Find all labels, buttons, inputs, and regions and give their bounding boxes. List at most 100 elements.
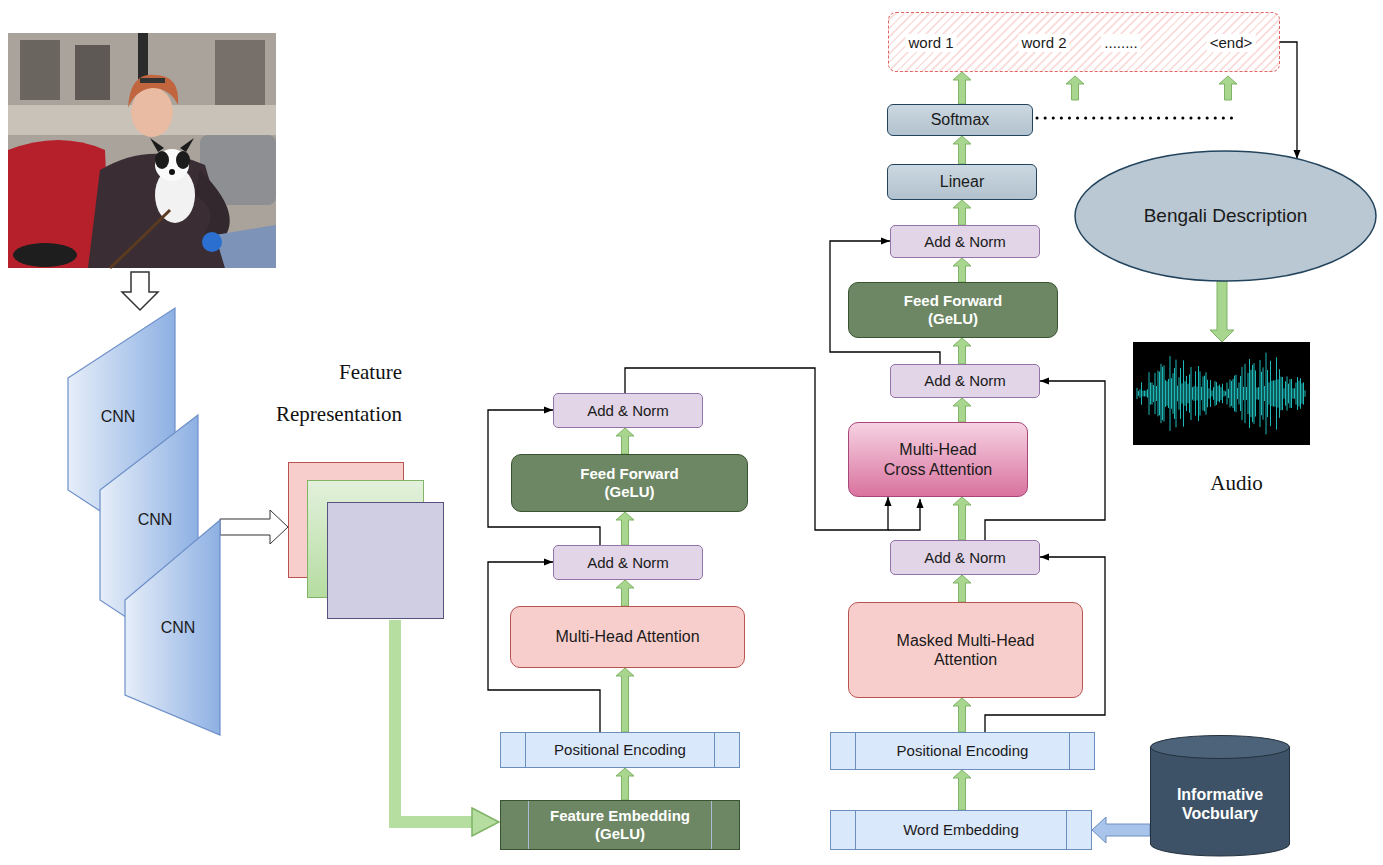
node-label: ........ [1101,34,1140,52]
photo-dog-head [155,149,189,181]
node-label: Positional Encoding [554,741,686,759]
node-label: CNN [138,510,173,529]
encoding-box: Positional Encoding [500,732,740,768]
node-label: Softmax [931,110,990,129]
embedding-box: Word Embedding [830,810,1092,850]
node-label: Multi-Head Attention [555,627,699,646]
encoder-output-branch [888,499,920,530]
node-label: word 2 [1018,34,1069,52]
photo-wheel [13,243,77,267]
encoding-box: Positional Encoding [830,732,1095,770]
flow-arrow [953,770,971,810]
flow-arrow [616,512,634,545]
feed-forward-box: Feed Forward (GeLU) [848,282,1058,338]
waveform [1137,353,1305,435]
photo-sunglasses [140,78,165,83]
node-label: <end> [1207,34,1256,52]
flow-arrow [953,72,971,104]
shape-heading: Feature Representation [227,351,402,435]
node-label: Word Embedding [903,821,1019,839]
node-label: Add & Norm [587,554,669,572]
photo-jeans [215,225,276,268]
audio-waveform: Audio [1133,342,1310,445]
feature-flow-arrow [395,620,472,822]
node-label: Add & Norm [924,372,1006,390]
feature-map [328,503,444,619]
flow-arrow [616,580,634,606]
node-label: Add & Norm [924,233,1006,251]
node-label: Linear [940,172,984,191]
add-norm-box: Add & Norm [553,393,703,428]
cnn-plane [125,520,220,735]
linear-box: Linear [887,164,1037,200]
node-label: Bengali Description [1144,205,1308,228]
node-label: Informative Vocbulary [1164,785,1276,823]
attention-box: Masked Multi-Head Attention [848,602,1083,698]
output-arrow [1066,76,1084,100]
dotted-line [1037,117,1232,120]
flow-arrow [953,136,971,164]
flow-arrow [1210,281,1234,342]
node-label: Feed Forward (GeLU) [893,292,1013,328]
photo-arm [195,170,230,240]
add-norm-box: Add & Norm [890,364,1040,398]
photo-face [131,87,173,137]
photo-dog-ear [150,138,164,152]
feature-maps: Feature Representation [288,462,445,620]
node-label: Positional Encoding [897,742,1029,760]
hollow-arrow [122,272,158,310]
photo-dog-nose [169,169,175,175]
input-photo [8,33,276,268]
node-label: Add & Norm [924,549,1006,567]
flow-arrow [616,428,634,454]
description-ellipse: Bengali Description [1074,150,1377,282]
flow-arrow [953,575,971,602]
photo-dog-patch [176,151,190,169]
feed-forward-box: Feed Forward (GeLU) [511,454,748,512]
embedding-box: Feature Embedding (GeLU) [500,800,740,850]
photo-window [75,45,110,100]
photo-dog-ear [180,138,194,152]
node-label: CNN [161,618,196,637]
photo-dog-patch [155,151,169,169]
cylinder-top [1151,736,1290,759]
flow-arrow [616,668,634,732]
node-label: word 1 [905,34,956,52]
photo-leash [110,210,170,268]
node-label: Add & Norm [587,402,669,420]
flow-arrow [953,338,971,364]
hollow-arrow [220,510,288,544]
photo-window [215,40,265,110]
cnn-layer: CNN [125,520,220,735]
cylinder-body [1151,747,1290,856]
vocabulary-arrow [1092,817,1150,843]
add-norm-box: Add & Norm [553,545,703,580]
softmax-box: Softmax [887,104,1033,136]
attention-box: Multi-Head Attention [510,606,745,668]
add-norm-box: Add & Norm [890,225,1040,258]
cross-attention-box: Multi-Head Cross Attention [848,422,1028,497]
flow-arrow [953,398,971,422]
audio-waveform-outline [1133,342,1310,445]
audio-background [1133,342,1310,445]
flow-arrow [616,768,634,800]
photo-window [20,40,60,100]
feature-maps-outline [288,462,445,620]
photo-bottle [202,232,222,252]
node-label: Feature Embedding (GeLU) [540,807,700,843]
photo-hair [128,75,178,108]
add-norm-box: Add & Norm [890,540,1040,575]
flow-arrow [953,698,971,732]
shape-heading: Audio [1148,471,1325,495]
node-label: CNN [101,407,136,426]
output-sequence: word 1 word 2........ <end> [888,12,1280,72]
vocabulary-cylinder: Informative Vocbulary [1150,735,1290,857]
flow-arrow [953,258,971,282]
flow-arrow [953,200,971,225]
ellipse-outline [1075,151,1376,281]
photo-background [8,33,276,268]
skip-connection [1280,42,1297,159]
output-arrow [1219,76,1237,100]
node-label: Masked Multi-Head Attention [886,631,1046,669]
